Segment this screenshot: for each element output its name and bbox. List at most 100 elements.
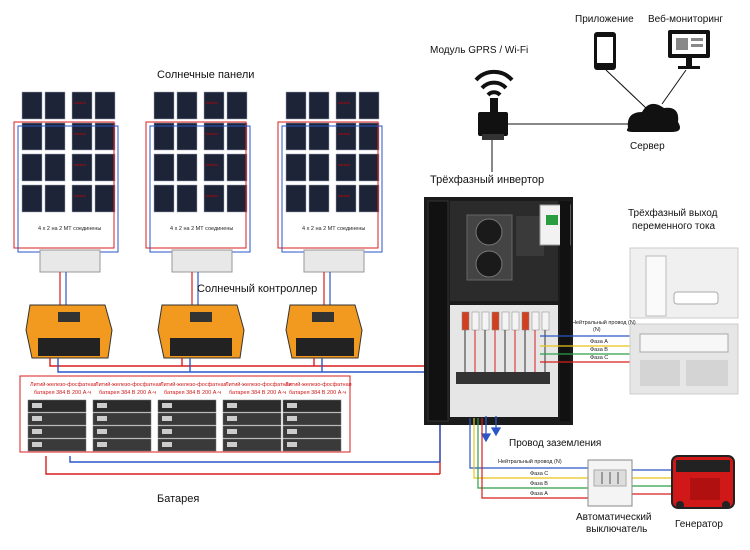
web-monitoring-label: Веб-мониторинг <box>648 14 724 25</box>
battery-module-label-plate <box>32 403 42 408</box>
out-phase-b-label: Фаза В <box>590 347 608 353</box>
solar-panel <box>44 91 66 120</box>
panel-brand-logo: sinobo <box>206 193 219 198</box>
battery-module <box>157 412 217 426</box>
array-note-1: 4 x 2 на 2 МТ соединены <box>38 226 102 232</box>
solar-panel <box>308 153 330 182</box>
solar-panel <box>358 184 380 213</box>
solar-panel <box>176 122 198 151</box>
battery-module <box>222 399 282 413</box>
battery-module-label-plate <box>287 403 297 408</box>
battery-5-label-2: батарея 384 В 200 А·ч <box>289 390 347 396</box>
solar-panel <box>335 184 357 213</box>
battery-module-label-plate <box>227 429 237 434</box>
solar-panel <box>358 91 380 120</box>
solar-panel <box>226 153 248 182</box>
ac-output-label-2: переменного тока <box>632 221 716 232</box>
ac-output-label-1: Трёхфазный выход <box>628 208 718 219</box>
inverter-breaker <box>471 311 480 331</box>
solar-panel <box>308 122 330 151</box>
battery-1-label-2: батарея 384 В 200 А·ч <box>34 390 92 396</box>
battery-module-label-plate <box>97 429 107 434</box>
battery-module-label-plate <box>287 429 297 434</box>
panel-brand-logo: sinobo <box>74 162 87 167</box>
ground-wire-label: Провод заземления <box>509 438 602 449</box>
solar-panel <box>285 122 307 151</box>
solar-panel <box>94 91 116 120</box>
battery-module <box>282 425 342 439</box>
solar-panel <box>285 153 307 182</box>
solar-panels-label: Солнечные панели <box>157 69 255 81</box>
gen-neutral-label: Нейтральный провод (N) <box>498 459 562 465</box>
inverter-breaker <box>461 311 470 331</box>
solar-panel <box>358 122 380 151</box>
battery-module-label-plate <box>32 429 42 434</box>
solar-panel <box>285 91 307 120</box>
inverter-breaker <box>501 311 510 331</box>
solar-panel <box>71 91 93 120</box>
solar-panel <box>44 153 66 182</box>
solar-controller-label: Солнечный контроллер <box>197 283 318 295</box>
battery-module-label-plate <box>162 442 172 447</box>
generator-label: Генератор <box>675 519 723 530</box>
battery-module-label-plate <box>32 416 42 421</box>
inverter-breaker <box>531 311 540 331</box>
solar-panel <box>176 184 198 213</box>
battery-module-label-plate <box>162 416 172 421</box>
array-note-2: 4 x 2 на 2 МТ соединены <box>170 226 234 232</box>
solar-panel <box>335 153 357 182</box>
gen-phase-b-label: Фаза В <box>530 481 548 487</box>
panel-brand-logo: sinobo <box>206 162 219 167</box>
solar-panel <box>285 184 307 213</box>
solar-panel <box>153 184 175 213</box>
solar-panel <box>153 153 175 182</box>
panel-brand-logo: sinobo <box>338 162 351 167</box>
phone-device <box>594 32 616 70</box>
solar-panel <box>203 122 225 151</box>
inverter-breaker <box>491 311 500 331</box>
server-label: Сервер <box>630 141 665 152</box>
solar-panel <box>71 184 93 213</box>
battery-module-label-plate <box>227 442 237 447</box>
battery-3-label-1: Литий-железо-фосфатная <box>160 382 227 388</box>
inverter-breaker <box>541 311 550 331</box>
battery-module-label-plate <box>162 403 172 408</box>
solar-panel <box>226 122 248 151</box>
breaker-label-1: Автоматический <box>576 512 652 523</box>
battery-module <box>92 399 152 413</box>
solar-panel <box>203 184 225 213</box>
out-neutral-label: Нейтральный провод (N) <box>572 320 636 326</box>
ac-units <box>629 247 739 395</box>
monitor-device <box>668 30 710 69</box>
solar-panel <box>176 153 198 182</box>
solar-panel <box>44 184 66 213</box>
solar-panel <box>203 91 225 120</box>
battery-2-label-2: батарея 384 В 200 А·ч <box>99 390 157 396</box>
panel-brand-logo: sinobo <box>74 193 87 198</box>
out-phase-a-label: Фаза А <box>590 339 608 345</box>
inverter-label: Трёхфазный инвертор <box>430 174 545 186</box>
solar-panel <box>203 153 225 182</box>
battery-module-label-plate <box>227 403 237 408</box>
battery-module <box>282 412 342 426</box>
panel-brand-logo: sinobo <box>74 131 87 136</box>
solar-panel <box>153 122 175 151</box>
battery-module-label-plate <box>97 416 107 421</box>
panel-brand-logo: sinobo <box>338 100 351 105</box>
solar-panel <box>94 122 116 151</box>
solar-panel <box>308 184 330 213</box>
array-note-3: 4 x 2 на 2 МТ соединены <box>302 226 366 232</box>
battery-2-label-1: Литий-железо-фосфатная <box>95 382 162 388</box>
panel-brand-logo: sinobo <box>338 193 351 198</box>
battery-module-label-plate <box>287 416 297 421</box>
battery-module <box>222 438 282 452</box>
battery-4-label-2: батарея 384 В 200 А·ч <box>229 390 287 396</box>
solar-panel <box>308 91 330 120</box>
out-phase-c-label: Фаза С <box>590 355 609 361</box>
panel-brand-logo: sinobo <box>74 100 87 105</box>
battery-module <box>27 425 87 439</box>
panel-brand-logo: sinobo <box>338 131 351 136</box>
battery-module-label-plate <box>32 442 42 447</box>
battery-module <box>282 399 342 413</box>
